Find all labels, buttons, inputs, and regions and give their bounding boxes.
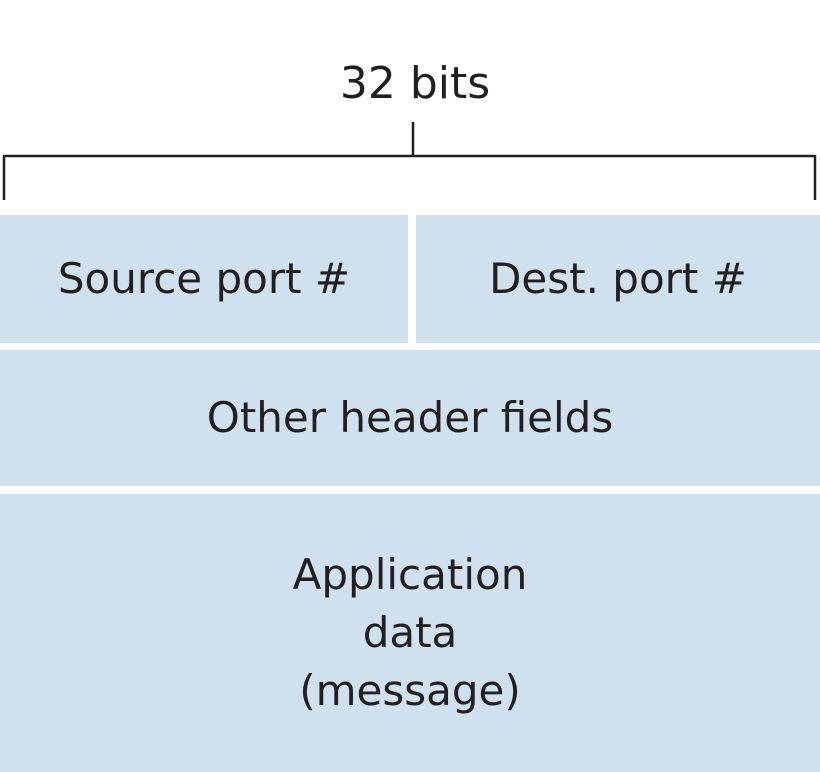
app-data-line-1: Application — [292, 550, 528, 599]
dest-port-label: Dest. port # — [489, 254, 747, 303]
application-data-field: Application data (message) — [0, 494, 820, 772]
source-port-label: Source port # — [57, 254, 351, 303]
other-header-fields: Other header fields — [0, 350, 820, 486]
width-label: 32 bits — [339, 58, 491, 109]
other-header-label: Other header fields — [206, 393, 614, 442]
source-port-field: Source port # — [0, 215, 408, 343]
dest-port-field: Dest. port # — [416, 215, 820, 343]
app-data-line-2: data — [362, 608, 458, 657]
app-data-line-3: (message) — [299, 666, 521, 715]
width-bracket — [2, 122, 817, 200]
